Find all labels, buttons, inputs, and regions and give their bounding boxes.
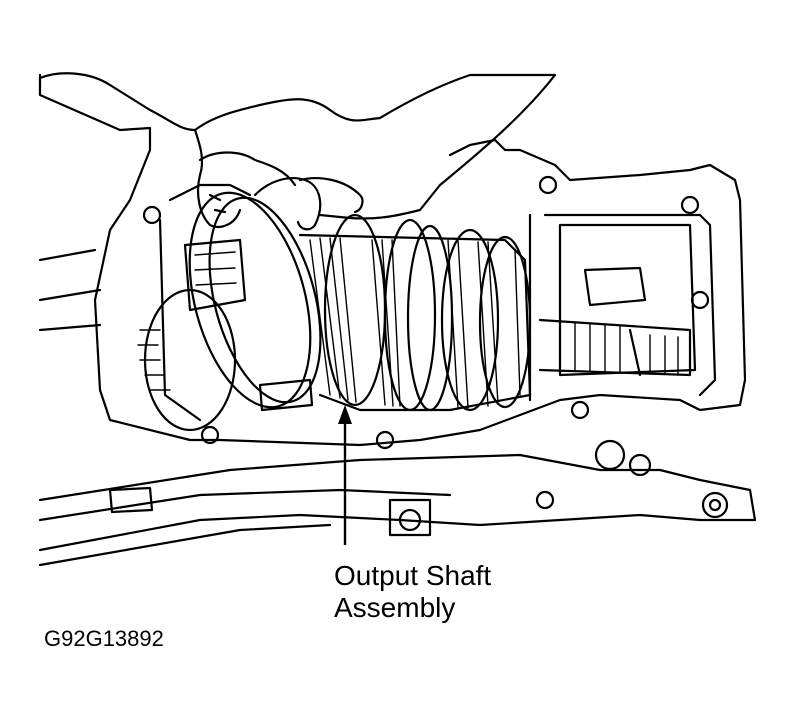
output-shaft — [538, 318, 692, 377]
figure-id: G92G13892 — [44, 626, 164, 651]
callout-leader — [338, 405, 352, 545]
gear-cluster — [137, 191, 532, 432]
hands — [38, 72, 557, 231]
output-shaft-assembly-label: Output Shaft Assembly — [334, 560, 492, 623]
transmission-case — [38, 73, 757, 567]
